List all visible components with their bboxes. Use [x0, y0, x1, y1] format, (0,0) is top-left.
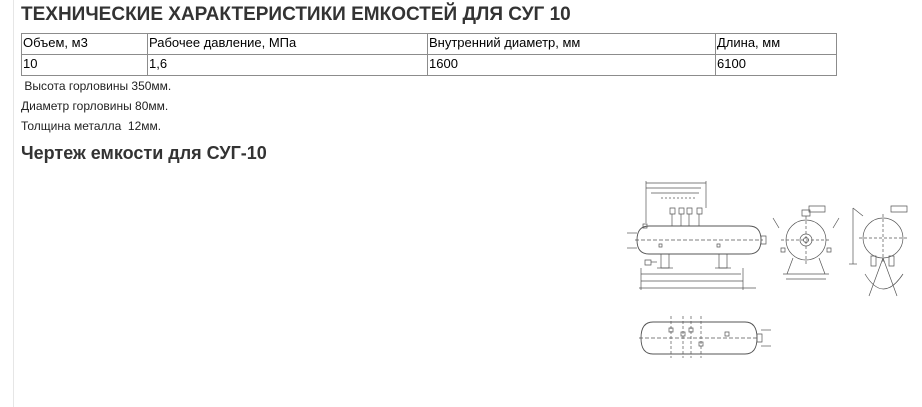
- header-diameter: Внутренний диаметр, мм: [427, 33, 716, 55]
- left-border: [13, 0, 14, 407]
- note-neck-height: Высота горловины 350мм.: [21, 79, 172, 93]
- tank-drawing-image: [621, 178, 921, 363]
- drawing-title: Чертеж емкости для СУГ-10: [21, 143, 267, 163]
- cell-diameter: 1600: [427, 54, 716, 76]
- specs-table: Объем, м3 Рабочее давление, МПа Внутренн…: [21, 33, 837, 76]
- cell-length: 6100: [715, 54, 837, 76]
- tank-technical-drawing: [621, 178, 921, 363]
- header-pressure: Рабочее давление, МПа: [147, 33, 428, 55]
- header-length: Длина, мм: [715, 33, 837, 55]
- header-volume: Объем, м3: [21, 33, 148, 55]
- page-title: ТЕХНИЧЕСКИЕ ХАРАКТЕРИСТИКИ ЕМКОСТЕЙ ДЛЯ …: [21, 4, 571, 25]
- tank-end-view: [773, 206, 839, 279]
- tank-top-view: [639, 316, 771, 358]
- cell-pressure: 1,6: [147, 54, 428, 76]
- tank-side-view: [627, 181, 766, 290]
- table-row: 10 1,6 1600 6100: [21, 54, 837, 76]
- note-neck-diameter: Диаметр горловины 80мм.: [21, 99, 169, 113]
- table-header-row: Объем, м3 Рабочее давление, МПа Внутренн…: [21, 33, 837, 55]
- cell-volume: 10: [21, 54, 148, 76]
- tank-end-view-section: [849, 206, 907, 296]
- note-metal-thickness: Толщина металла 12мм.: [21, 119, 162, 133]
